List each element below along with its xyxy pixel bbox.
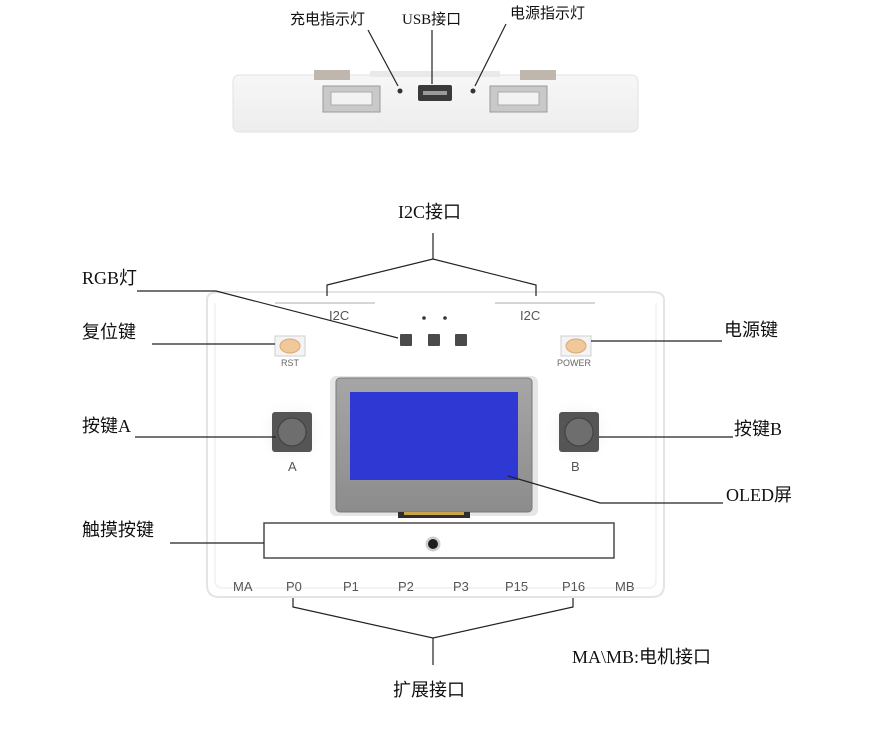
pin-label: P1	[343, 579, 359, 594]
board-inner-outline	[214, 303, 657, 589]
silk-power: POWER	[557, 358, 592, 368]
pin-label: P16	[562, 579, 586, 594]
leader-power-led	[474, 23, 507, 87]
rgb-led-1	[400, 334, 412, 346]
touch-key-hole	[428, 539, 438, 549]
i2c-port-label: I2C接口	[398, 202, 461, 222]
leader-rgb	[137, 290, 399, 339]
front-view	[135, 233, 733, 665]
touch-key-label: 触摸按键	[82, 520, 154, 540]
oled-label: OLED屏	[726, 485, 792, 505]
pin-label: P2	[398, 579, 414, 594]
expansion-port-label: 扩展接口	[393, 680, 465, 700]
pin-label: P0	[286, 579, 302, 594]
touch-key-strip	[263, 522, 615, 559]
charge-indicator-label: 充电指示灯	[290, 12, 366, 28]
button-b-cap	[564, 417, 594, 447]
pin-label: MB	[615, 579, 635, 594]
charge-indicator-led	[397, 88, 403, 94]
power-indicator-label: 电源指示灯	[510, 6, 586, 22]
reset-key-label: 复位键	[82, 322, 136, 342]
rgb-dot-right	[443, 316, 447, 320]
key-b-label: 按键B	[734, 419, 783, 439]
leader-oled	[507, 475, 723, 504]
left-connector-clip	[314, 70, 350, 80]
oled-screen	[350, 392, 518, 480]
usb-port-label: USB接口	[402, 12, 462, 28]
power-key-label: 电源键	[724, 320, 778, 340]
left-connector-socket	[330, 91, 373, 106]
rgb-dot-left	[422, 316, 426, 320]
silk-i2c-left: I2C	[329, 308, 350, 323]
pin-label: P3	[453, 579, 469, 594]
silk-a: A	[288, 459, 297, 474]
top-view	[232, 23, 639, 133]
rgb-led-3	[455, 334, 467, 346]
silk-i2c-right: I2C	[520, 308, 541, 323]
rgb-led-2	[428, 334, 440, 346]
top-board-body	[232, 74, 639, 133]
motor-port-note: MA\MB:电机接口	[572, 647, 712, 667]
i2c-bracket	[326, 258, 537, 296]
silk-b: B	[571, 459, 580, 474]
power-indicator-led	[470, 88, 476, 94]
button-a-cap	[277, 417, 307, 447]
power-key-cap	[565, 338, 587, 354]
oled-flex-connector-gold	[404, 512, 464, 515]
top-board-rim	[370, 71, 500, 77]
leader-charge	[367, 29, 399, 87]
expansion-bracket	[292, 598, 574, 639]
rst-key-cap	[279, 338, 301, 354]
pin-label: P15	[505, 579, 529, 594]
silk-rst: RST	[281, 358, 299, 368]
rgb-light-label: RGB灯	[82, 268, 138, 288]
key-a-label: 按键A	[82, 416, 131, 436]
right-connector-socket	[497, 91, 540, 106]
pin-label: MA	[233, 579, 253, 594]
right-connector-clip	[520, 70, 556, 80]
usb-port-slot	[423, 91, 447, 95]
